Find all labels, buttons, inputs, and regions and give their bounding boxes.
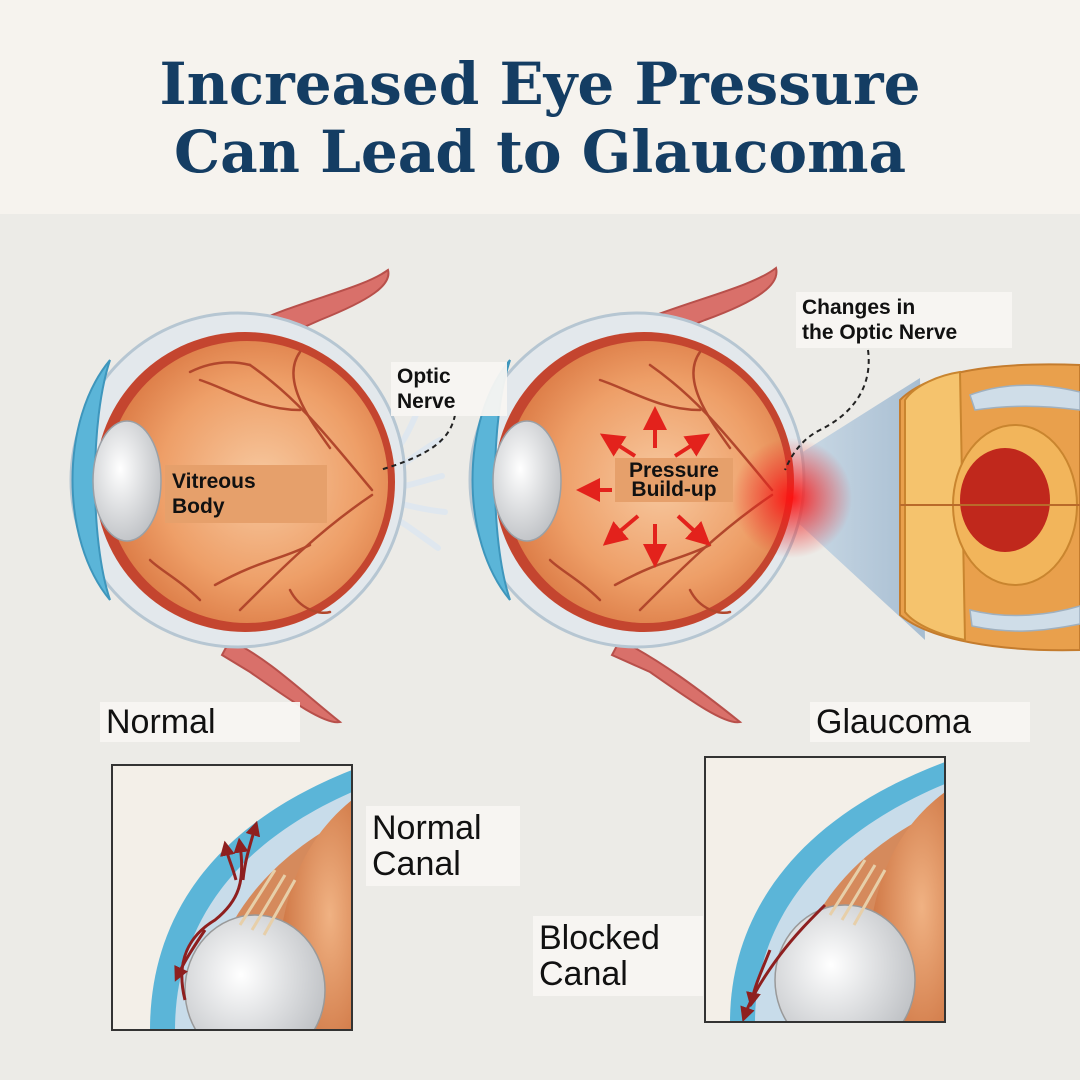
normal-canal-inset	[111, 764, 353, 1031]
optic-nerve-leader-line	[379, 414, 456, 471]
lens	[92, 420, 162, 542]
lower-eye-muscle	[610, 638, 743, 724]
vitreous-body-label-line-1: Vitreous	[172, 470, 256, 493]
optic-nerve-sheath	[790, 378, 925, 640]
normal-heading: Normal	[100, 702, 300, 742]
cornea	[471, 359, 511, 601]
blocked-canal-label-line-2: Canal	[539, 955, 628, 993]
blocked-canal-inset	[704, 756, 946, 1023]
normal-canal-label-line-2: Canal	[372, 845, 461, 883]
retinal-blood-vessels	[148, 350, 374, 614]
lens	[492, 420, 562, 542]
glaucoma-heading: Glaucoma	[810, 702, 1030, 742]
pressure-buildup-label-line-1: Pressure	[629, 459, 719, 482]
header-banner	[0, 0, 1080, 214]
normal-canal-label-line-1: Normal	[372, 809, 482, 847]
blocked-canal-label-line-1: Blocked	[539, 919, 660, 957]
normal-canal-label: Normal Canal	[366, 806, 520, 886]
glaucoma-eye	[468, 266, 1080, 724]
optic-disc-damage	[732, 438, 852, 558]
optic-nerve-changes-label: Changes in the Optic Nerve	[796, 292, 1012, 348]
optic-nerve-changes-label-line-2: the Optic Nerve	[802, 321, 958, 344]
cornea	[71, 359, 111, 601]
optic-nerve-cross-section	[899, 363, 1080, 652]
blocked-canal-label: Blocked Canal	[533, 916, 703, 996]
optic-nerve-label-line-2: Nerve	[397, 390, 456, 413]
title-line-1: Increased Eye Pressure	[159, 50, 921, 118]
lower-eye-muscle	[220, 638, 343, 724]
optic-nerve-changes-label-line-1: Changes in	[802, 296, 916, 319]
vitreous-body-label-line-2: Body	[172, 495, 225, 518]
optic-nerve-label: Optic Nerve	[391, 362, 507, 416]
optic-nerve-change-leader-line	[784, 349, 870, 471]
page-title: Increased Eye Pressure Can Lead to Glauc…	[0, 50, 1080, 186]
pressure-buildup-label: Pressure Build-up	[615, 458, 733, 502]
vitreous-body-label: Vitreous Body	[165, 465, 327, 523]
pressure-arrows	[576, 406, 711, 568]
title-line-2: Can Lead to Glaucoma	[173, 118, 907, 186]
optic-nerve-label-line-1: Optic	[397, 365, 451, 388]
pressure-buildup-label-line-2: Build-up	[631, 478, 717, 501]
